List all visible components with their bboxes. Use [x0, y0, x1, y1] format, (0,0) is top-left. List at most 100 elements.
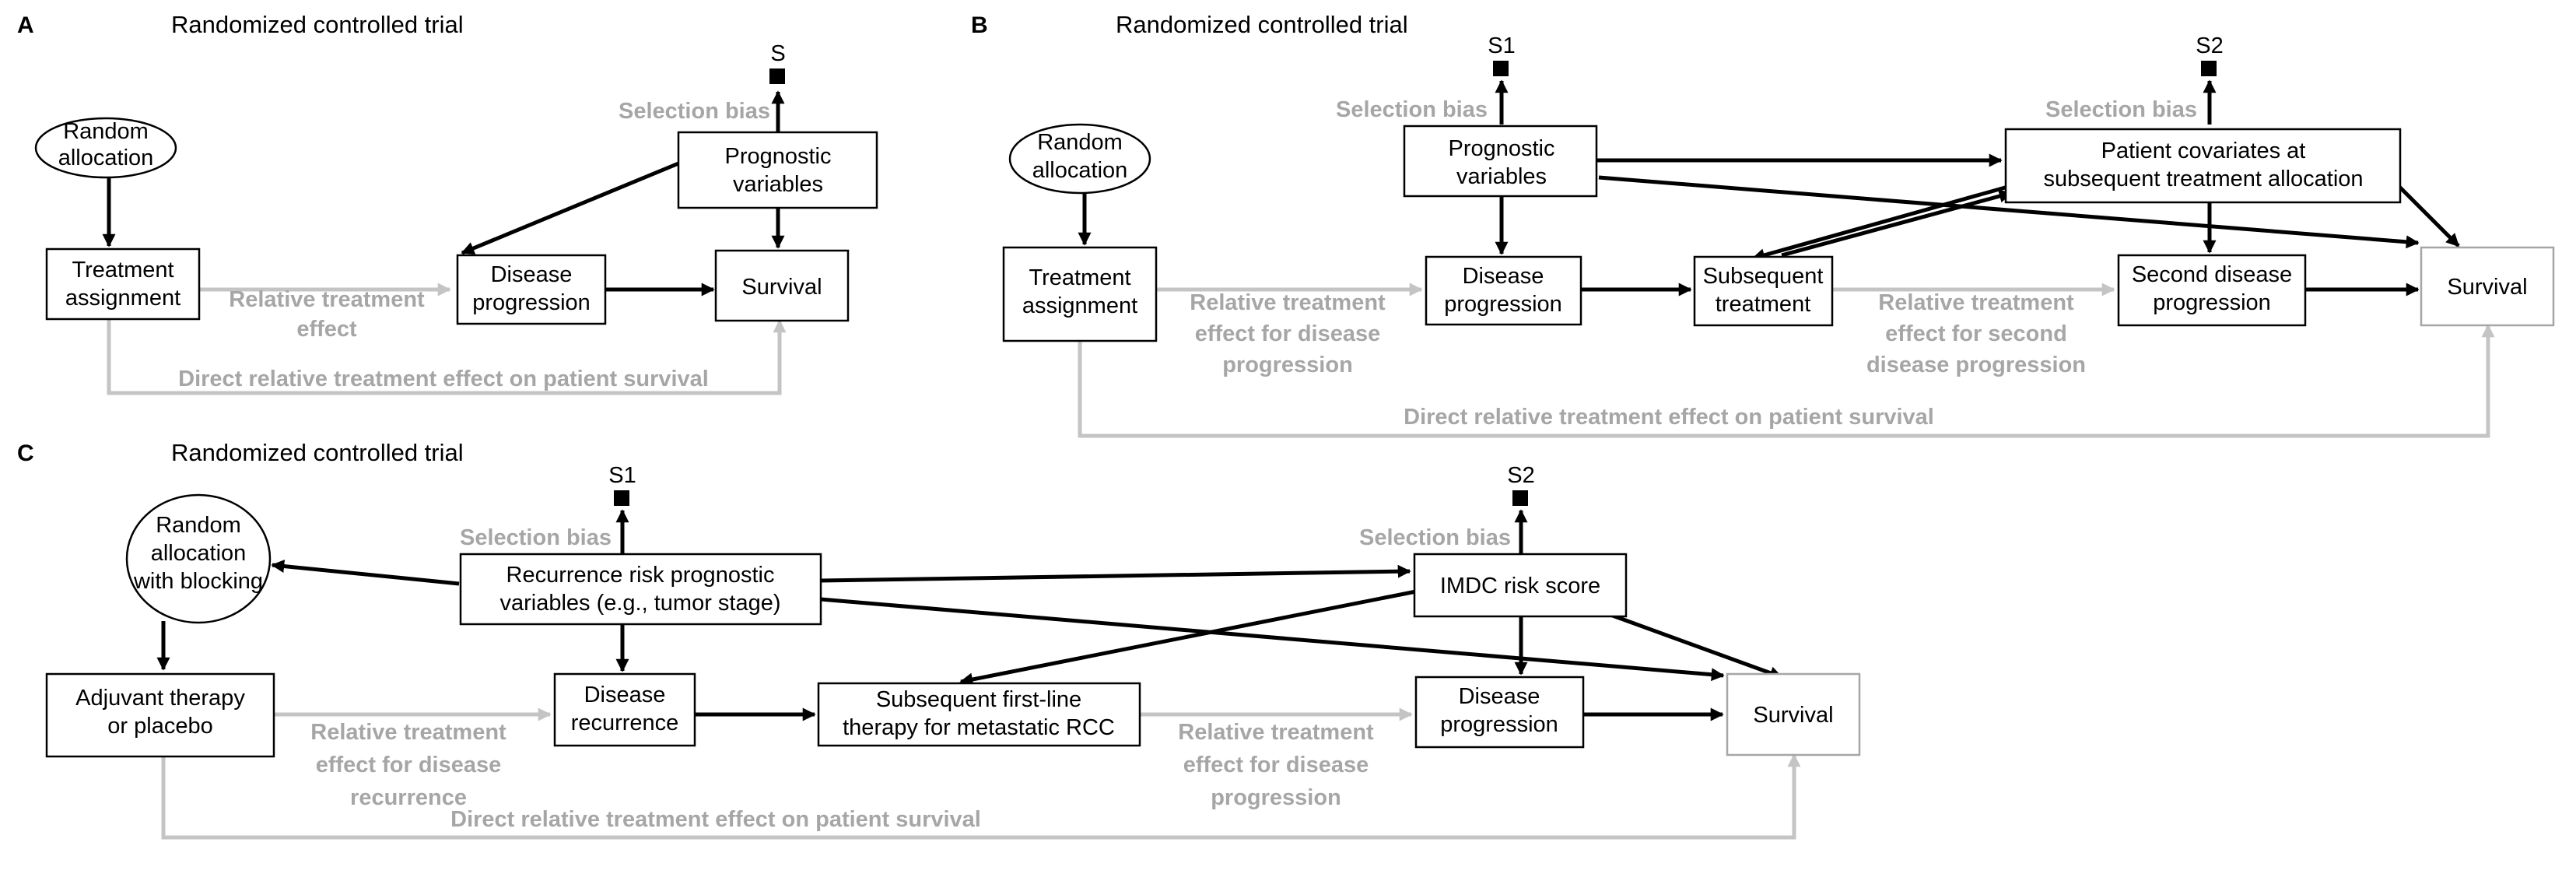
svg-text:Survival: Survival [2447, 275, 2527, 300]
svg-text:Random: Random [1037, 130, 1123, 155]
svg-text:progression: progression [1211, 785, 1341, 810]
selection-c-s1-node-marker [614, 490, 629, 506]
svg-text:effect for second: effect for second [1885, 321, 2067, 346]
svg-text:Patient covariates at: Patient covariates at [2101, 139, 2306, 163]
svg-text:progression: progression [1222, 353, 1353, 377]
node-c-disease-recurrence: Disease recurrence [553, 672, 696, 747]
svg-text:Relative treatment: Relative treatment [310, 720, 506, 745]
svg-text:Adjuvant therapy: Adjuvant therapy [75, 686, 245, 711]
svg-text:Relative treatment: Relative treatment [229, 287, 425, 312]
svg-text:Random: Random [63, 119, 149, 144]
node-b-survival: Survival [2420, 246, 2555, 327]
svg-text:subsequent treatment allocatio: subsequent treatment allocation [2043, 167, 2363, 191]
svg-text:progression: progression [472, 290, 591, 315]
node-b-prognostic-variables: Prognostic variables [1403, 125, 1598, 198]
svg-text:Survival: Survival [1753, 703, 1833, 728]
svg-text:Treatment: Treatment [1029, 265, 1130, 290]
svg-text:effect: effect [296, 317, 357, 342]
svg-text:allocation: allocation [1032, 158, 1128, 183]
node-c-disease-progression: Disease progression [1414, 676, 1585, 749]
node-c-recurrence-risk-variables: Recurrence risk prognostic variables (e.… [459, 553, 822, 626]
panel-b-letter: B [971, 12, 988, 38]
panel-b-title: Randomized controlled trial [1116, 11, 1408, 38]
node-a-disease-progression: Disease progression [456, 254, 607, 325]
node-b-treatment-assignment: Treatment assignment [1002, 246, 1158, 342]
svg-text:S1: S1 [1488, 33, 1515, 58]
panel-c-title: Randomized controlled trial [171, 439, 464, 466]
edge-c-direct-effect [161, 753, 1801, 840]
node-c-subsequent-therapy: Subsequent first-line therapy for metast… [817, 682, 1141, 747]
selection-b-s1: S1 Selection bias [1336, 33, 1516, 122]
svg-text:therapy for metastatic RCC: therapy for metastatic RCC [843, 715, 1115, 740]
svg-text:Prognostic: Prognostic [724, 144, 831, 169]
selection-b-s1-node-marker [1493, 61, 1509, 76]
svg-text:effect for disease: effect for disease [1195, 321, 1381, 346]
svg-text:progression: progression [2153, 290, 2271, 315]
selection-b-s2-node-marker [2201, 61, 2217, 76]
panel-a: A Randomized controlled trial Random all… [17, 11, 878, 395]
selection-b-s1-bias-label: Selection bias [1336, 97, 1488, 122]
svg-text:Disease: Disease [491, 262, 573, 287]
edge-a-direct-effect [107, 319, 787, 395]
node-a-prognostic-variables: Prognostic variables [677, 131, 878, 209]
svg-text:recurrence: recurrence [571, 711, 679, 735]
edge-label-c-direct: Direct relative treatment effect on pati… [450, 807, 981, 832]
node-b-patient-covariates: Patient covariates at subsequent treatme… [2004, 128, 2402, 204]
edge-label-b-relative-1: Relative treatment effect for disease pr… [1190, 290, 1386, 377]
panel-a-letter: A [17, 12, 34, 38]
svg-text:recurrence: recurrence [350, 785, 467, 810]
svg-text:Recurrence risk prognostic: Recurrence risk prognostic [506, 563, 775, 588]
svg-text:Treatment: Treatment [72, 258, 173, 283]
edge-c-recurrence-risk-to-imdc [820, 564, 1411, 583]
panel-c-letter: C [17, 440, 34, 466]
svg-text:Survival: Survival [741, 275, 822, 300]
edge-a-prognostic-to-disease [461, 161, 679, 255]
svg-text:variables: variables [733, 172, 823, 197]
node-a-treatment-assignment: Treatment assignment [45, 247, 201, 321]
edge-label-b-relative-2: Relative treatment effect for second dis… [1866, 290, 2086, 377]
svg-text:Disease: Disease [1459, 684, 1540, 709]
selection-c-s2-bias-label: Selection bias [1359, 525, 1511, 550]
edge-label-b-direct: Direct relative treatment effect on pati… [1404, 405, 1934, 430]
selection-a-s-label: S [770, 41, 785, 66]
svg-text:progression: progression [1444, 292, 1562, 317]
node-c-survival: Survival [1726, 672, 1861, 756]
svg-text:effect for disease: effect for disease [316, 753, 502, 777]
node-b-random-allocation: Random allocation [1008, 123, 1151, 195]
svg-text:Relative treatment: Relative treatment [1190, 290, 1386, 315]
svg-text:variables: variables [1456, 164, 1547, 189]
svg-text:progression: progression [1440, 712, 1558, 737]
svg-text:S1: S1 [608, 463, 636, 488]
svg-text:or placebo: or placebo [107, 714, 212, 739]
selection-c-s1: S1 Selection bias [460, 463, 636, 550]
svg-text:Prognostic: Prognostic [1448, 136, 1554, 161]
edge-b-patient-to-subsequent [1751, 181, 2020, 262]
svg-text:Disease: Disease [1463, 264, 1544, 289]
selection-b-s2: S2 Selection bias [2045, 33, 2224, 122]
node-b-second-disease-progression: Second disease progression [2117, 254, 2307, 327]
svg-text:Second disease: Second disease [2132, 262, 2292, 287]
edge-label-a-direct: Direct relative treatment effect on pati… [178, 367, 709, 391]
panel-b-edges [1078, 79, 2495, 438]
svg-text:Random: Random [156, 513, 241, 538]
selection-c-s2: S2 Selection bias [1359, 463, 1535, 550]
svg-text:with blocking: with blocking [133, 569, 263, 594]
selection-a-node-marker [769, 68, 785, 84]
svg-text:assignment: assignment [65, 286, 180, 311]
svg-text:effect for disease: effect for disease [1183, 753, 1369, 777]
svg-text:allocation: allocation [58, 146, 154, 170]
edge-c-imdc-to-survival [1610, 612, 1783, 679]
svg-text:allocation: allocation [151, 541, 247, 566]
edge-label-c-relative-2: Relative treatment effect for disease pr… [1178, 720, 1374, 810]
edge-c-imdc-to-subsequent [959, 589, 1417, 686]
selection-a-bias-label: Selection bias [619, 99, 770, 124]
node-a-random-allocation: Random allocation [34, 117, 177, 179]
node-c-random-allocation: Random allocation with blocking [125, 493, 272, 624]
selection-c-s2-node-marker [1512, 490, 1528, 506]
edge-b-direct-effect [1078, 324, 2495, 438]
svg-text:assignment: assignment [1022, 293, 1137, 318]
svg-text:IMDC risk score: IMDC risk score [1440, 574, 1600, 598]
svg-text:Subsequent first-line: Subsequent first-line [876, 687, 1081, 712]
panel-c-edges [156, 509, 1801, 840]
